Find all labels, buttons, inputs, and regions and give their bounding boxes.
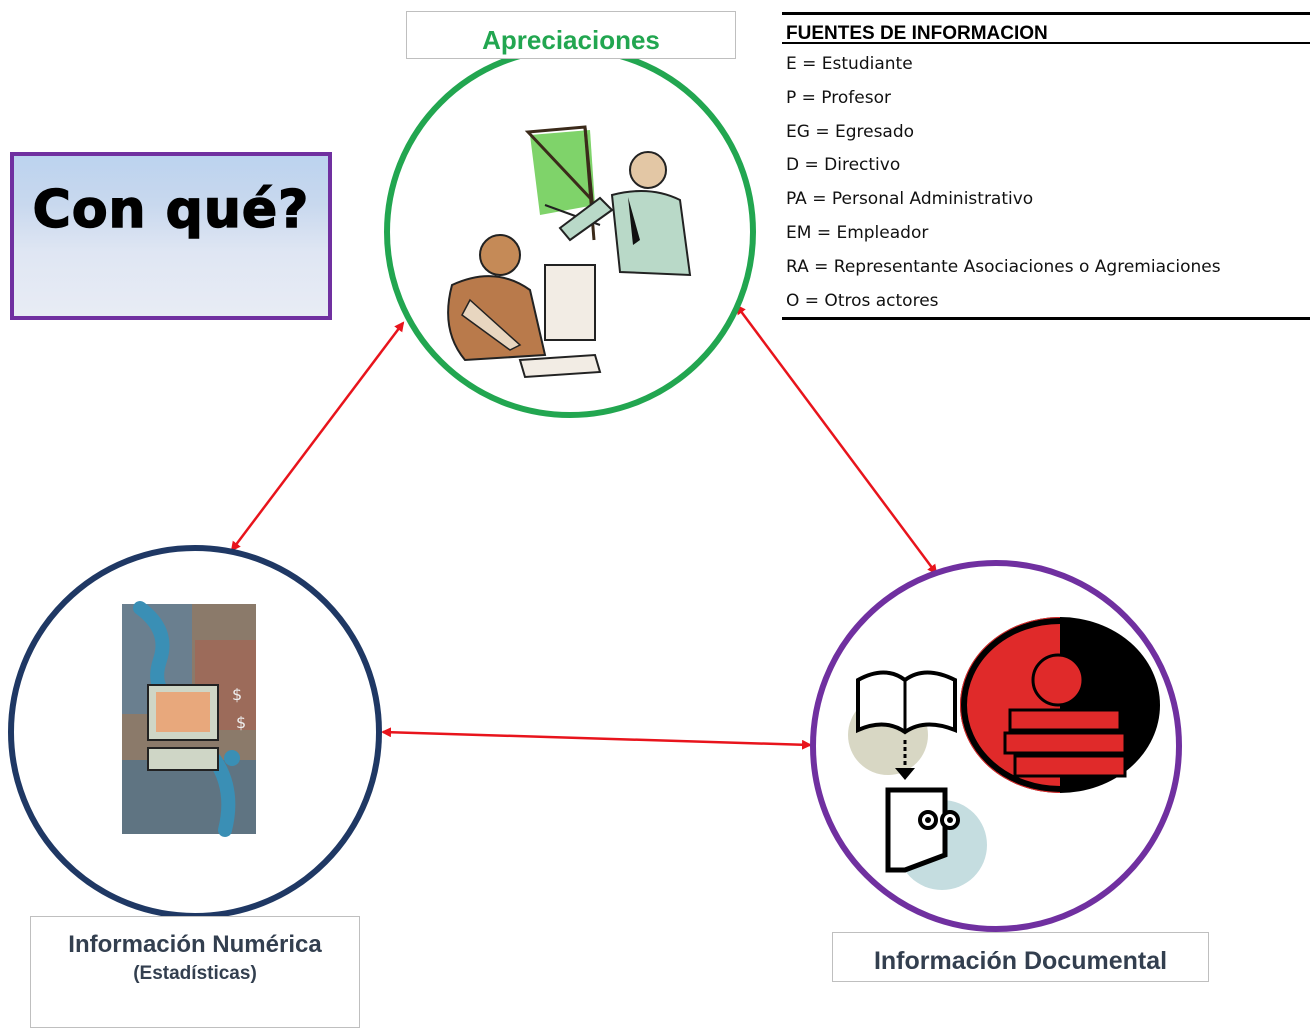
- sources-bottom-rule: [782, 317, 1310, 320]
- source-item: P = Profesor: [786, 87, 891, 108]
- arrow-numerica-documental: [381, 727, 812, 750]
- svg-text:$: $: [236, 713, 246, 732]
- title-box: Con qué?: [10, 152, 332, 320]
- documents-illustration: [848, 617, 1160, 890]
- numerica-sublabel: (Estadísticas): [133, 963, 257, 984]
- source-item: E = Estudiante: [786, 54, 913, 74]
- numerica-label: Información Numérica: [68, 931, 322, 958]
- numerica-label-box: Información Numérica (Estadísticas): [30, 916, 360, 1028]
- source-item: EM = Empleador: [786, 222, 929, 243]
- sources-panel: FUENTES DE INFORMACION E = Estudiante P …: [782, 12, 1310, 321]
- title-text: Con qué?: [32, 179, 310, 241]
- source-item: D = Directivo: [786, 155, 901, 176]
- arrow-apreciaciones-numerica: [230, 321, 405, 552]
- source-item: O = Otros actores: [786, 290, 939, 311]
- presentation-illustration: [447, 125, 692, 379]
- source-item: RA = Representante Asociaciones o Agremi…: [786, 256, 1221, 277]
- arrow-apreciaciones-documental: [735, 304, 938, 575]
- apreciaciones-label: Apreciaciones: [406, 11, 736, 59]
- source-item: PA = Personal Administrativo: [786, 189, 1034, 210]
- source-item: EG = Egresado: [786, 121, 915, 142]
- svg-text:$: $: [232, 685, 242, 704]
- sources-title: FUENTES DE INFORMACION: [782, 12, 1310, 44]
- statistics-illustration: $ $: [122, 601, 256, 837]
- sources-list: E = Estudiante P = Profesor EG = Egresad…: [786, 54, 1221, 324]
- documental-label: Información Documental: [832, 932, 1209, 982]
